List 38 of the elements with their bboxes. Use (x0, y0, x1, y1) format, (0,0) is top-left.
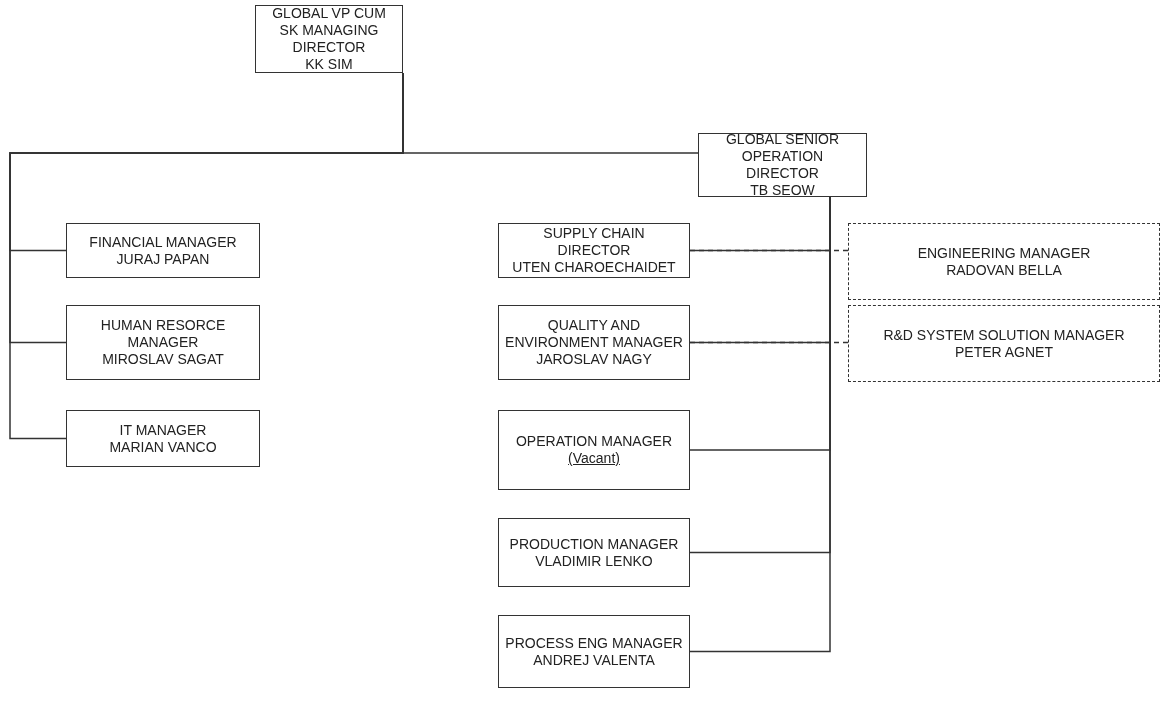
job-title: OPERATION MANAGER (515, 433, 673, 450)
job-title: PROCESS ENG MANAGER (505, 634, 683, 652)
dotted-reporting-line (689, 249, 849, 252)
person-name: ANDREJ VALENTA (533, 651, 655, 669)
position-box (498, 518, 690, 587)
person-name: MARIAN VANCO (109, 438, 217, 456)
position-box (698, 133, 867, 197)
person-name: KK SIM (305, 56, 353, 73)
job-title: GLOBAL VP CUM SK MANAGING DIRECTOR (271, 5, 387, 56)
position-box (498, 305, 690, 380)
position-box (498, 223, 690, 278)
person-name: JAROSLAV NAGY (536, 351, 652, 368)
person-name: UTEN CHAROECHAIDET (512, 259, 676, 276)
job-title: PRODUCTION MANAGER (509, 535, 679, 553)
position-box (498, 410, 690, 490)
job-title: GLOBAL SENIOR OPERATION DIRECTOR (724, 131, 841, 182)
job-title: HUMAN RESORCE MANAGER (99, 317, 227, 351)
person-name: MIROSLAV SAGAT (102, 351, 224, 368)
job-title: ENGINEERING MANAGER (917, 244, 1091, 262)
position-box (66, 305, 260, 380)
dotted-reporting-line (689, 341, 849, 344)
person-name: JURAJ PAPAN (116, 250, 210, 268)
position-box (66, 223, 260, 278)
person-name: PETER AGNET (955, 343, 1053, 361)
job-title: FINANCIAL MANAGER (89, 233, 237, 251)
position-box (66, 410, 260, 467)
person-name: (Vacant) (568, 450, 620, 467)
job-title: R&D SYSTEM SOLUTION MANAGER (883, 326, 1125, 344)
job-title: QUALITY AND ENVIRONMENT MANAGER (505, 317, 683, 351)
dotted-line-position-box (848, 223, 1160, 300)
job-title: IT MANAGER (119, 421, 207, 439)
person-name: RADOVAN BELLA (946, 261, 1062, 279)
person-name: VLADIMIR LENKO (535, 552, 653, 570)
position-box (498, 615, 690, 688)
job-title: SUPPLY CHAIN DIRECTOR (542, 225, 646, 259)
position-box (255, 5, 403, 73)
person-name: TB SEOW (750, 182, 815, 199)
dotted-line-position-box (848, 305, 1160, 382)
